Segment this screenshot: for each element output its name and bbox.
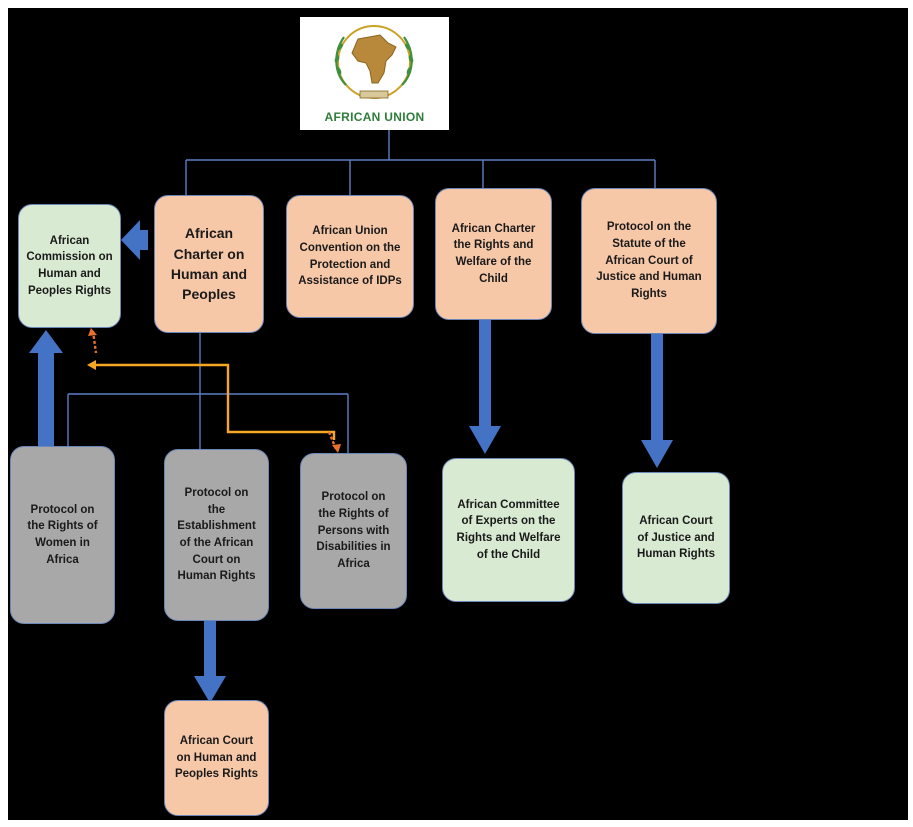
link-arrowhead-left: [87, 360, 96, 370]
node-charter-child: African Charter the Rights and Welfare o…: [435, 188, 552, 320]
node-court-justice-human-rights: African Court of Justice and Human Right…: [622, 472, 730, 604]
diagram-canvas: AFRICAN UNION African Charter on Human a…: [8, 8, 908, 820]
node-protocol-statute-court: Protocol on the Statute of the African C…: [581, 188, 717, 334]
node-commission-human-peoples: African Commission on Human and Peoples …: [18, 204, 121, 328]
link-tip-disabilities-head: [332, 444, 341, 453]
connector-layer: [29, 122, 673, 703]
arrow-women-to-commission: [29, 330, 63, 446]
link-tip-commission-head: [88, 328, 97, 336]
node-committee-child: African Committee of Experts on the Righ…: [442, 458, 575, 602]
arrow-protocol-to-court: [194, 620, 226, 703]
node-au-convention-idps: African Union Convention on the Protecti…: [286, 195, 414, 318]
node-court-human-peoples: African Court on Human and Peoples Right…: [164, 700, 269, 816]
node-protocol-disabilities: Protocol on the Rights of Persons with D…: [300, 453, 407, 609]
node-protocol-court-establishment: Protocol on the Establishment of the Afr…: [164, 449, 269, 621]
arrow-child-to-committee: [469, 320, 501, 454]
african-union-logo: AFRICAN UNION: [300, 17, 449, 130]
link-commission-disabilities: [92, 363, 336, 440]
arrow-charter-to-commission: [121, 220, 148, 260]
node-protocol-women: Protocol on the Rights of Women in Afric…: [10, 446, 115, 624]
logo-caption: AFRICAN UNION: [324, 110, 425, 124]
link-tip-commission: [91, 330, 98, 354]
africa-emblem-icon: [334, 25, 414, 99]
arrow-statute-to-court: [641, 334, 673, 468]
node-charter-human-peoples: African Charter on Human and Peoples: [154, 195, 264, 333]
